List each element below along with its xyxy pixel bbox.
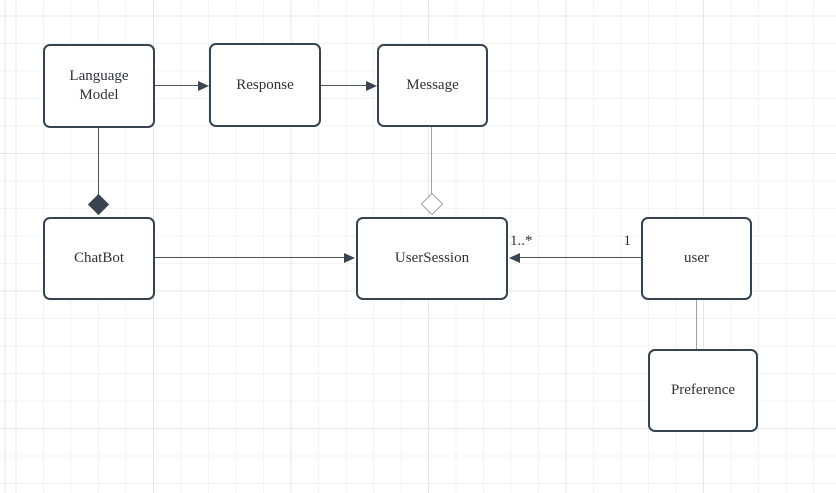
- node-label: user: [684, 250, 709, 266]
- arrowhead-right-icon: [366, 81, 377, 91]
- node-language-model[interactable]: Language Model: [43, 44, 155, 128]
- arrowhead-right-icon: [198, 81, 209, 91]
- node-preference[interactable]: Preference: [648, 349, 758, 432]
- node-label: Message: [406, 77, 459, 93]
- node-chatbot[interactable]: ChatBot: [43, 217, 155, 300]
- node-label: ChatBot: [73, 250, 124, 266]
- multiplicity-label-one[interactable]: 1: [623, 233, 632, 249]
- node-label: UserSession: [394, 250, 470, 266]
- edge-language-model-to-chatbot[interactable]: [97, 128, 99, 196]
- node-user[interactable]: user: [641, 217, 752, 300]
- node-response[interactable]: Response: [209, 43, 321, 127]
- edge-user-to-preference[interactable]: [695, 300, 697, 349]
- aggregation-diamond-icon: [420, 192, 444, 216]
- edge-user-to-usersession[interactable]: [520, 257, 641, 258]
- multiplicity-label-many[interactable]: 1..*: [510, 233, 533, 249]
- edge-language-model-to-response[interactable]: [155, 85, 199, 86]
- composition-diamond-icon: [87, 193, 110, 216]
- arrowhead-left-icon: [509, 253, 520, 263]
- node-label: Language Model: [69, 68, 129, 103]
- node-label: Preference: [670, 382, 736, 398]
- edge-response-to-message[interactable]: [321, 85, 366, 86]
- node-message[interactable]: Message: [377, 44, 488, 127]
- edge-message-to-usersession[interactable]: [431, 127, 433, 194]
- arrowhead-right-icon: [344, 253, 355, 263]
- node-label: Response: [236, 76, 294, 93]
- edge-chatbot-to-usersession[interactable]: [155, 257, 344, 258]
- node-usersession[interactable]: UserSession: [356, 217, 508, 300]
